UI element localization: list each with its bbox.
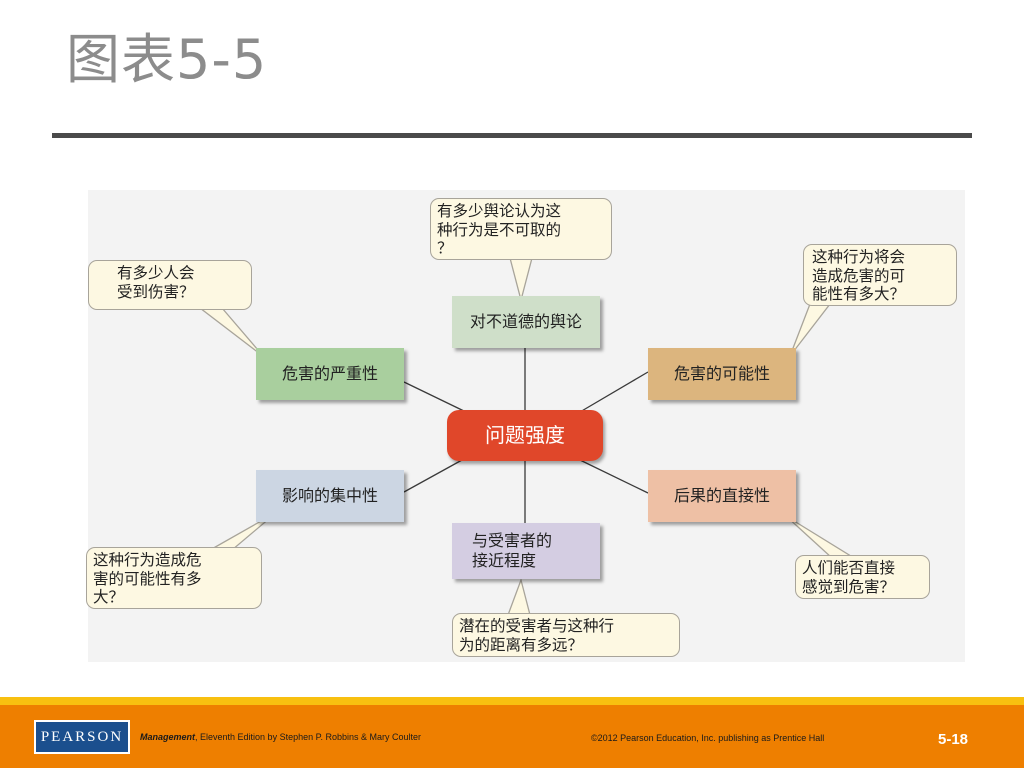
callout-concentration: 这种行为造成危 害的可能性有多 大？ xyxy=(86,547,262,609)
node-immediacy: 后果的直接性 xyxy=(648,470,796,522)
callout-immediacy: 人们能否直接 感觉到危害？ xyxy=(795,555,930,599)
pointer-consensus xyxy=(509,257,533,303)
connector-probability xyxy=(579,371,649,413)
pointer-severity xyxy=(198,307,265,358)
callout-probability: 这种行为将会 造成危害的可 能性有多大？ xyxy=(803,244,957,306)
footer-accent-stripe xyxy=(0,697,1024,705)
pearson-logo: PEARSON xyxy=(34,720,130,754)
connector-severity xyxy=(403,381,467,413)
node-concentration: 影响的集中性 xyxy=(256,470,404,522)
footer-book-authors: , Eleventh Edition by Stephen P. Robbins… xyxy=(195,732,421,742)
node-proximity: 与受害者的 接近程度 xyxy=(452,523,600,579)
pointer-immediacy xyxy=(785,515,857,559)
footer-band xyxy=(0,705,1024,768)
pointer-probability xyxy=(789,303,832,357)
footer-book-credit: Management, Eleventh Edition by Stephen … xyxy=(140,732,421,742)
callout-consensus: 有多少舆论认为这 种行为是不可取的 ？ xyxy=(430,198,612,260)
footer-copyright: ©2012 Pearson Education, Inc. publishing… xyxy=(591,733,825,743)
center-node: 问题强度 xyxy=(447,410,603,461)
footer-book-title: Management xyxy=(140,732,196,742)
slide-title: 图表5-5 xyxy=(66,28,268,91)
node-probability: 危害的可能性 xyxy=(648,348,796,400)
callout-proximity: 潜在的受害者与这种行 为的距离有多远？ xyxy=(452,613,680,657)
connector-immediacy xyxy=(579,459,649,494)
node-consensus: 对不道德的舆论 xyxy=(452,296,600,348)
callout-severity: 有多少人会 受到伤害？ xyxy=(88,260,252,310)
page-number: 5-18 xyxy=(938,731,969,748)
pointer-proximity xyxy=(507,577,531,616)
title-divider xyxy=(52,133,972,138)
connector-concentration xyxy=(403,459,463,493)
node-severity: 危害的严重性 xyxy=(256,348,404,400)
